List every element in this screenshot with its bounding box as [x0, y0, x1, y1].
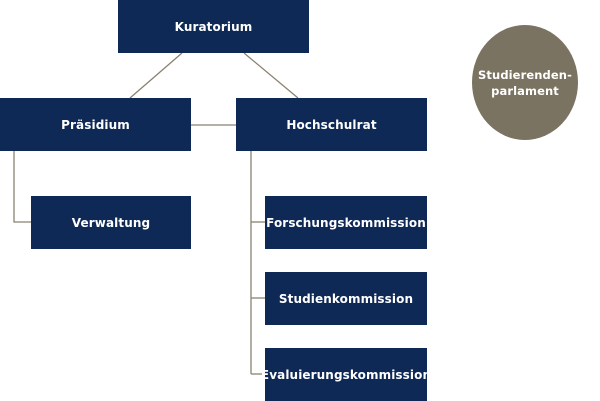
- kuratorium-box: Kuratorium: [118, 0, 309, 53]
- hochschulrat-box: Hochschulrat: [236, 98, 427, 151]
- evaluierungskommission-label: Evaluierungskommission: [260, 367, 432, 382]
- hochschulrat-label: Hochschulrat: [286, 117, 377, 132]
- kuratorium-label: Kuratorium: [174, 19, 253, 34]
- forschungskommission-box: Forschungskommission: [265, 196, 427, 249]
- connector-kuratorium-hochschulrat: [243, 52, 299, 99]
- forschungskommission-label: Forschungskommission: [266, 215, 426, 230]
- parlament-label-line1: Studierenden-: [478, 67, 572, 82]
- praesidium-label: Präsidium: [61, 117, 130, 132]
- verwaltung-box: Verwaltung: [31, 196, 191, 249]
- praesidium-box: Präsidium: [0, 98, 191, 151]
- studierendenparlament-circle: Studierenden- parlament: [472, 25, 578, 140]
- connector-kuratorium-praesidium: [129, 52, 183, 99]
- verwaltung-label: Verwaltung: [71, 215, 151, 230]
- connector-praesidium-verwaltung: [13, 151, 31, 223]
- evaluierungskommission-box: Evaluierungskommission: [261, 348, 431, 401]
- studienkommission-box: Studienkommission: [265, 272, 427, 325]
- studienkommission-label: Studienkommission: [278, 291, 414, 306]
- parlament-label-line2: parlament: [491, 83, 559, 98]
